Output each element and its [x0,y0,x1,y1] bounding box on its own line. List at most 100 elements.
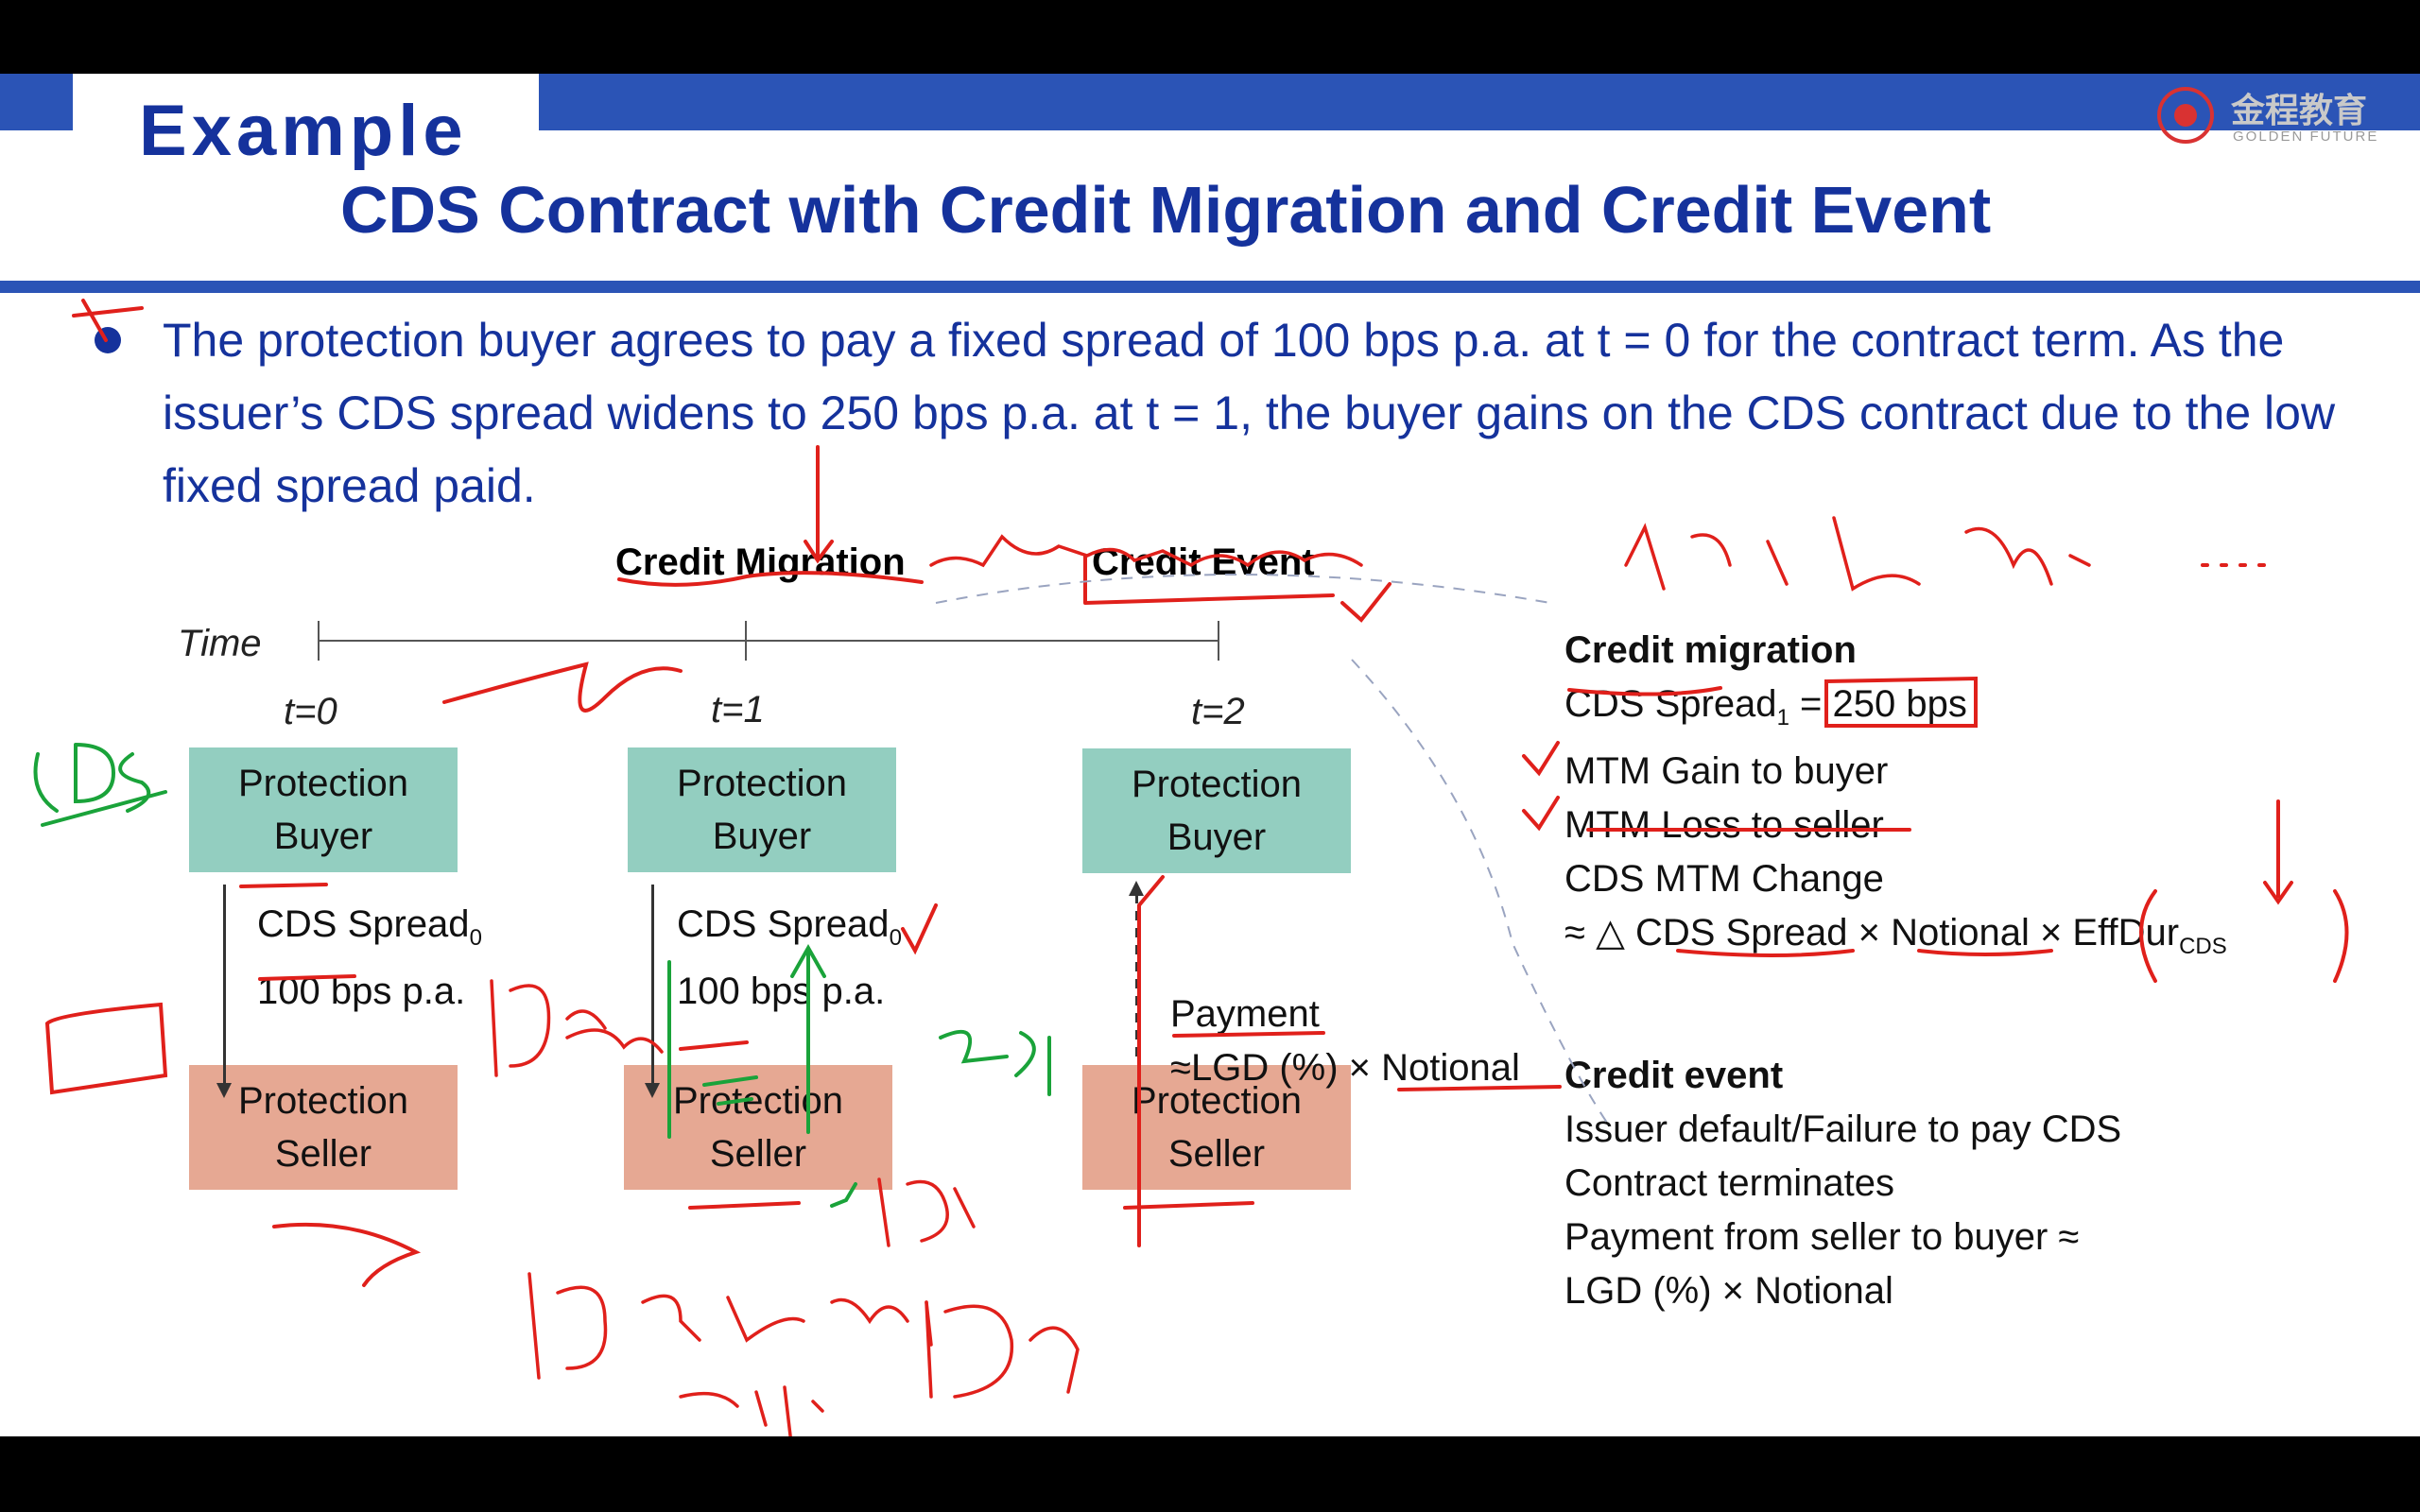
slide-title: Example [139,91,468,171]
ink-green-cds [33,743,167,827]
arrow-buyer-to-seller-t1 [651,885,654,1089]
header-rule [0,281,2420,293]
arrow-seller-to-buyer-t2 [1135,894,1138,1064]
flow-t1-line1: CDS Spread [677,903,890,945]
flow-t2-line1: Payment [1170,993,1320,1035]
seller-label-line2: Seller [709,1133,807,1175]
buyer-label-line2: Buyer [1167,816,1267,858]
time-axis-label: Time [178,623,262,664]
ink-handwriting-company [1624,516,2091,592]
timeline-tick-t0 [318,621,320,661]
ink-check-t1 [901,903,938,955]
arrow-down-icon [645,1083,660,1098]
arrow-buyer-to-seller-t0 [223,885,226,1089]
cds-spread1-subscript: 1 [1776,705,1789,730]
ink-curve-timeline [442,662,683,713]
ink-handwriting-exec [877,1177,976,1247]
flow-t2-line2: ≈LGD (%) × Notional [1170,1047,1520,1089]
timeline-tick-t1 [745,621,747,661]
ink-strike-100 [679,1040,749,1051]
t2-label: t=2 [1191,691,1245,732]
flow-t1: CDS Spread0 100 bps p.a. [677,898,902,1018]
ink-underline-buyer0 [239,883,328,888]
ink-handwriting-new [527,1272,933,1380]
flow-t1-line2: 100 bps p.a. [677,971,886,1012]
seller-label-line1: Protection [1131,1080,1303,1122]
slide: Example CDS Contract with Credit Migrati… [0,74,2420,1436]
ink-green-arrow-up [790,943,826,1134]
seller-label-line2: Seller [274,1133,372,1175]
buyer-label-line2: Buyer [273,816,373,857]
event-line4: LGD (%) × Notional [1564,1270,1893,1312]
ink-handwriting-25pct [925,1300,1080,1399]
ink-handwriting-15pct [490,979,607,1077]
logo-emblem-icon [2157,87,2214,144]
slide-subtitle: CDS Contract with Credit Migration and C… [340,173,1992,247]
logo-english-text: GOLDEN FUTURE [2233,129,2379,145]
buyer-label-line1: Protection [237,763,409,804]
ink-dashed-connector [935,574,1608,1124]
arrow-up-icon [1129,881,1144,896]
ink-underline-migration [617,571,924,587]
buyer-label-line1: Protection [1131,764,1303,805]
mtm-loss-line: MTM Loss to seller [1564,804,1884,846]
ink-underline-seller1 [688,1201,801,1210]
credit-event-heading: Credit event [1564,1055,1784,1096]
t0-label: t=0 [284,691,337,732]
ink-underline-seller0 [272,1222,422,1287]
credit-event-notes: Credit event Issuer default/Failure to p… [1564,1049,2121,1318]
mtm-formula-subscript: CDS [2179,934,2227,959]
ink-green-250bp [939,1029,1051,1096]
logo-chinese-text: 金程教育 [2231,91,2368,129]
ink-underline-seller2 [1123,1201,1254,1210]
cds-mtm-change-line: CDS MTM Change [1564,858,1884,900]
buyer-label-line1: Protection [676,763,848,804]
ink-box-100bp [44,1002,168,1095]
cds-spread1-label: CDS Spread [1564,683,1777,725]
ink-green-check [830,1182,857,1208]
ink-arrow-migration [804,445,834,564]
event-line1: Issuer default/Failure to pay CDS [1564,1108,2122,1150]
ink-handwriting-rating [929,534,1363,568]
seller-label-line1: Protection [672,1080,844,1122]
ink-annotations-layer [33,299,2349,1436]
ink-underline-100bps0 [258,974,356,981]
ink-underline-payment [1172,1031,1325,1038]
header-bar-gap [73,74,539,130]
ink-bullet-mark [72,299,144,342]
ink-check-loss [1522,796,1560,832]
mtm-gain-line: MTM Gain to buyer [1564,750,1889,792]
ink-underline-notional [1397,1085,1562,1091]
bullet-text: The protection buyer agrees to pay a fix… [163,314,2336,512]
flow-t0-line1: CDS Spread [257,903,470,945]
ink-handwriting-100bp1 [565,1028,664,1054]
flow-t1-subscript: 0 [889,925,902,951]
seller-label-line2: Seller [1167,1133,1266,1175]
ink-check-event [1340,582,1392,623]
ink-box-250 [1824,676,1978,728]
ink-underline-gain [1567,686,1722,696]
event-line3: Payment from seller to buyer ≈ [1564,1216,2080,1258]
flow-t0-subscript: 0 [469,925,482,951]
ink-underline-formula [1676,949,2053,957]
ink-line-payment [1137,875,1165,1247]
ink-arrow-effdur [2263,799,2293,905]
ink-handwriting-50bp [679,1385,824,1436]
mtm-formula: ≈ △ CDS Spread × Notional × EffDur [1564,912,2180,954]
buyer-label-line2: Buyer [712,816,812,857]
credit-migration-heading: Credit migration [1564,629,1857,671]
ink-check-gain [1522,741,1560,777]
t1-label: t=1 [711,689,765,730]
arrow-down-icon [216,1083,232,1098]
timeline [319,640,1219,642]
credit-event-header: Credit Event [1092,541,1315,583]
ink-event-bracket [1083,554,1335,605]
ink-green-mark [702,1075,758,1106]
timeline-tick-t2 [1218,621,1219,661]
ink-paren-effdur [2139,889,2349,983]
